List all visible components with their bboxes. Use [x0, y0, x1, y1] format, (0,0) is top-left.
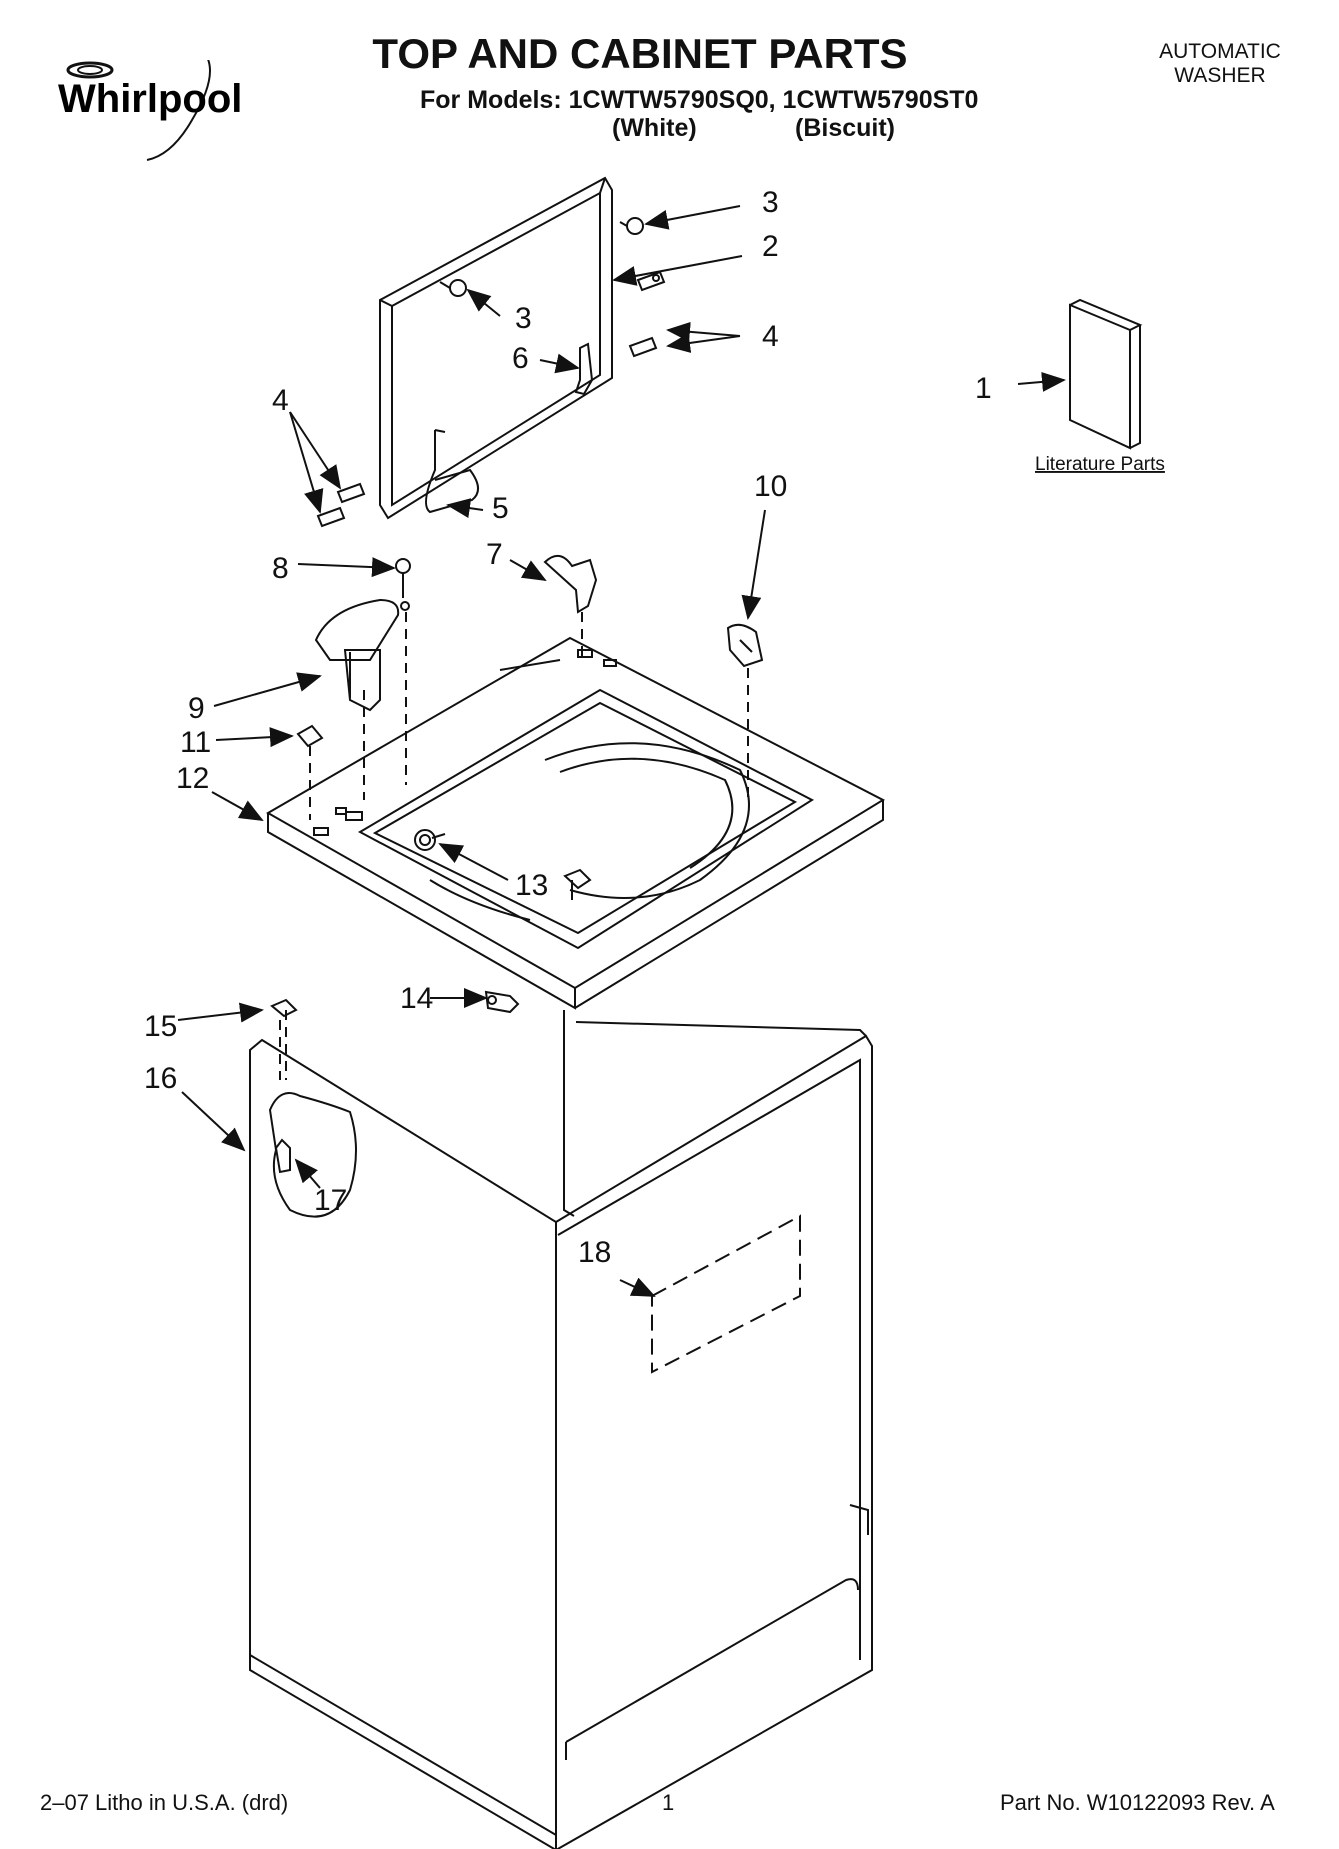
literature-parts-label: Literature Parts [1035, 454, 1165, 475]
callout-11: 11 [180, 726, 211, 759]
inlet-fitting [414, 829, 446, 851]
hinge-screw-left-2 [316, 506, 346, 528]
lid-frame [379, 176, 613, 520]
callout-18: 18 [578, 1236, 611, 1269]
lid-bracket [543, 555, 598, 614]
callout-4-right: 4 [762, 320, 779, 353]
product-type-line-2: WASHER [1174, 64, 1266, 87]
callout-12: 12 [176, 762, 209, 795]
callout-7: 7 [486, 538, 503, 571]
assembly-guides [279, 612, 749, 1080]
brand-wordmark: Whirlpool [58, 77, 242, 121]
callout-5: 5 [492, 492, 509, 525]
switch-screw [395, 558, 411, 611]
whirlpool-logo: Whirlpool [52, 49, 282, 170]
cabinet [249, 1010, 873, 1849]
hinge-screw-right-1 [636, 270, 666, 292]
callout-labels: 1 2 3 3 4 4 5 6 7 8 9 11 12 13 14 15 16 … [144, 186, 992, 1269]
footer-part-number: Part No. W10122093 Rev. A [1000, 1790, 1275, 1815]
page-title: TOP AND CABINET PARTS [372, 30, 908, 77]
cabinet-cutaway [268, 1092, 357, 1218]
callout-10: 10 [754, 470, 787, 503]
callout-1: 1 [975, 372, 992, 405]
top-panel [265, 636, 886, 1010]
lid-switch [314, 598, 400, 712]
serial-label-outline [651, 1214, 801, 1374]
footer-print-info: 2–07 Litho in U.S.A. (drd) [40, 1790, 289, 1815]
callout-3-upper: 3 [762, 186, 779, 219]
variant-biscuit: (Biscuit) [795, 114, 895, 142]
callout-2: 2 [762, 230, 779, 263]
wire-clip [296, 724, 324, 748]
lid-screw-upper [619, 217, 644, 235]
callout-17: 17 [314, 1184, 347, 1217]
callout-15: 15 [144, 1010, 177, 1043]
models-line: For Models: 1CWTW5790SQ0, 1CWTW5790ST0 [420, 86, 979, 114]
callout-3-lower: 3 [515, 302, 532, 335]
product-type: AUTOMATIC WASHER [1140, 40, 1300, 88]
callout-13: 13 [515, 869, 548, 902]
callout-8: 8 [272, 552, 289, 585]
lid-bumper [726, 623, 764, 668]
whirlpool-swirl-icon: Whirlpool [58, 49, 242, 161]
callout-9: 9 [188, 692, 205, 725]
leader-arrows [177, 205, 1066, 1297]
callout-14: 14 [400, 982, 433, 1015]
lid-screw-left [439, 279, 467, 297]
hinge-screw-right-2 [628, 336, 658, 358]
cabinet-clip [270, 998, 298, 1018]
footer-page-number: 1 [662, 1790, 675, 1815]
hinge-rod [425, 429, 479, 514]
product-type-line-1: AUTOMATIC [1159, 40, 1281, 63]
hinge-screw-left-1 [336, 482, 366, 504]
variant-white: (White) [612, 114, 697, 142]
callout-16: 16 [144, 1062, 177, 1095]
callout-6: 6 [512, 342, 529, 375]
callout-4-left: 4 [272, 384, 289, 417]
cabinet-screw [484, 990, 520, 1014]
center-bracket [563, 868, 592, 900]
lid-clip [574, 342, 594, 396]
literature-booklet [1069, 298, 1143, 450]
